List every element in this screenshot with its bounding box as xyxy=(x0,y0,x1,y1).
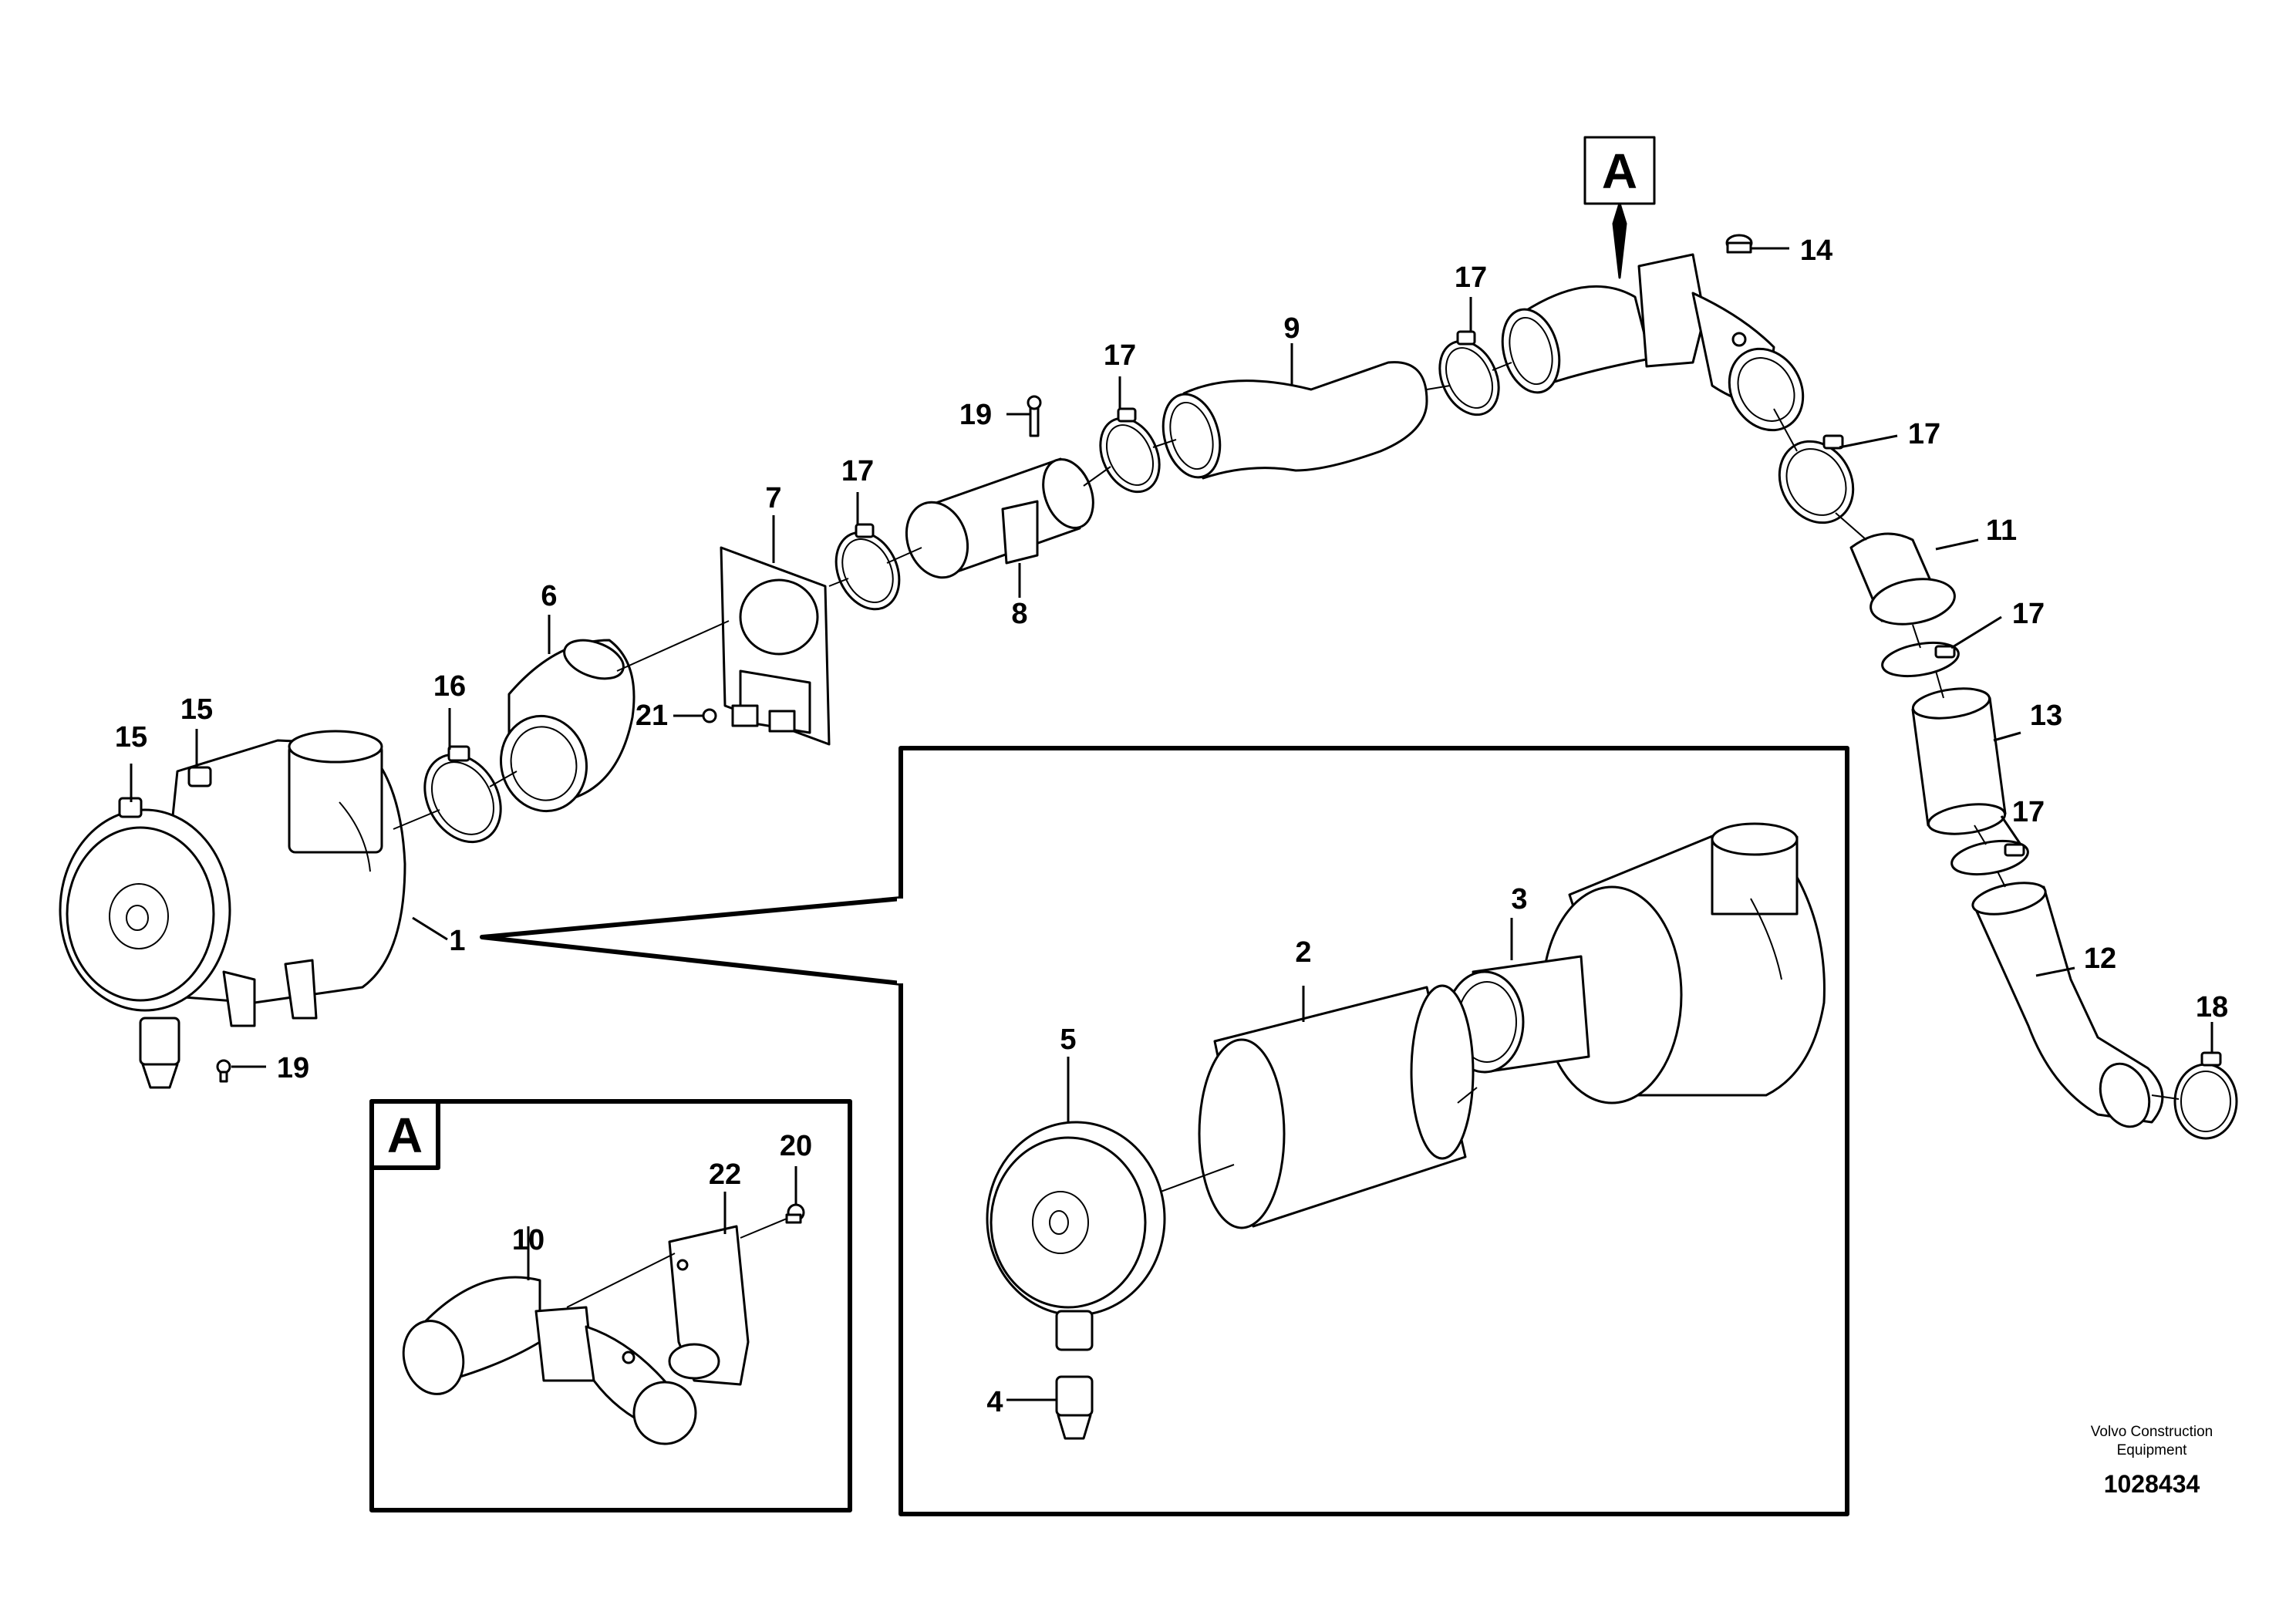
view-a-detail: A xyxy=(369,1099,852,1512)
view-a-marker: A xyxy=(1583,136,1656,279)
air-cleaner-assembly xyxy=(59,730,406,1089)
callout-12: 12 xyxy=(2084,943,2116,975)
callout-17b: 17 xyxy=(1104,339,1136,372)
view-a-marker-label: A xyxy=(1602,143,1637,199)
callout-21: 21 xyxy=(636,700,668,732)
footer-block: Volvo Construction Equipment 1028434 xyxy=(2091,1424,2213,1498)
callout-1: 1 xyxy=(449,925,465,957)
callout-18: 18 xyxy=(2196,991,2228,1023)
view-a-box-label: A xyxy=(387,1108,423,1163)
callout-17c: 17 xyxy=(1455,261,1487,294)
cap-14 xyxy=(1725,234,1753,254)
callout-6: 6 xyxy=(541,580,557,612)
publisher-line-1: Volvo Construction xyxy=(2091,1424,2213,1440)
callout-15a: 15 xyxy=(115,721,147,754)
drawing-number: 1028434 xyxy=(2104,1470,2200,1498)
elbow-hose-11 xyxy=(1849,532,1956,626)
callout-17d: 17 xyxy=(1908,418,1940,450)
callout-4: 4 xyxy=(986,1386,1003,1418)
callout-7: 7 xyxy=(765,482,781,514)
callout-labels: 1 2 3 4 5 6 7 8 9 10 11 12 13 14 15 15 1… xyxy=(115,234,2228,1418)
assembly-lines xyxy=(393,362,2180,1100)
hose-clamp-17a xyxy=(834,523,901,611)
intake-pipe-8 xyxy=(905,395,1094,579)
intake-pipe-13 xyxy=(1911,687,2007,835)
callout-11: 11 xyxy=(1986,514,2017,547)
hose-clamp-17e xyxy=(1881,641,1960,678)
bolt-19-lower xyxy=(216,1059,231,1083)
bellows-hose-12 xyxy=(1971,882,2164,1128)
callout-14: 14 xyxy=(1800,234,1832,267)
callout-5: 5 xyxy=(1060,1023,1076,1056)
callout-17a: 17 xyxy=(841,455,874,487)
callout-17e: 17 xyxy=(2012,598,2045,630)
mounting-plate-7 xyxy=(702,546,831,746)
callout-13: 13 xyxy=(2030,700,2062,732)
elbow-hose-6 xyxy=(500,639,636,813)
callout-19a: 19 xyxy=(959,399,992,431)
hose-clamp-17c xyxy=(1438,330,1500,416)
callout-3: 3 xyxy=(1511,883,1527,916)
callout-leaders xyxy=(130,247,2213,1401)
detail-view-air-cleaner xyxy=(480,746,1849,1516)
callout-8: 8 xyxy=(1011,598,1027,630)
callout-19b: 19 xyxy=(277,1052,309,1084)
publisher-line-2: Equipment xyxy=(2117,1442,2188,1458)
callout-9: 9 xyxy=(1283,312,1300,345)
callout-20: 20 xyxy=(780,1130,812,1162)
hose-clamp-17f xyxy=(1950,839,2029,876)
callout-15b: 15 xyxy=(180,693,213,726)
hose-clamp-16 xyxy=(423,745,502,844)
callout-17f: 17 xyxy=(2012,796,2045,828)
hose-clamp-17b xyxy=(1099,407,1161,494)
callout-16: 16 xyxy=(433,670,466,703)
hose-clamp-18 xyxy=(2173,1051,2238,1140)
hose-clamp-17d xyxy=(1778,434,1855,524)
callout-10: 10 xyxy=(512,1224,544,1256)
intake-hose-9 xyxy=(1161,361,1428,480)
elbow-hose-10-assembled xyxy=(1501,253,1805,432)
callout-22: 22 xyxy=(709,1158,741,1191)
callout-2: 2 xyxy=(1295,936,1311,969)
